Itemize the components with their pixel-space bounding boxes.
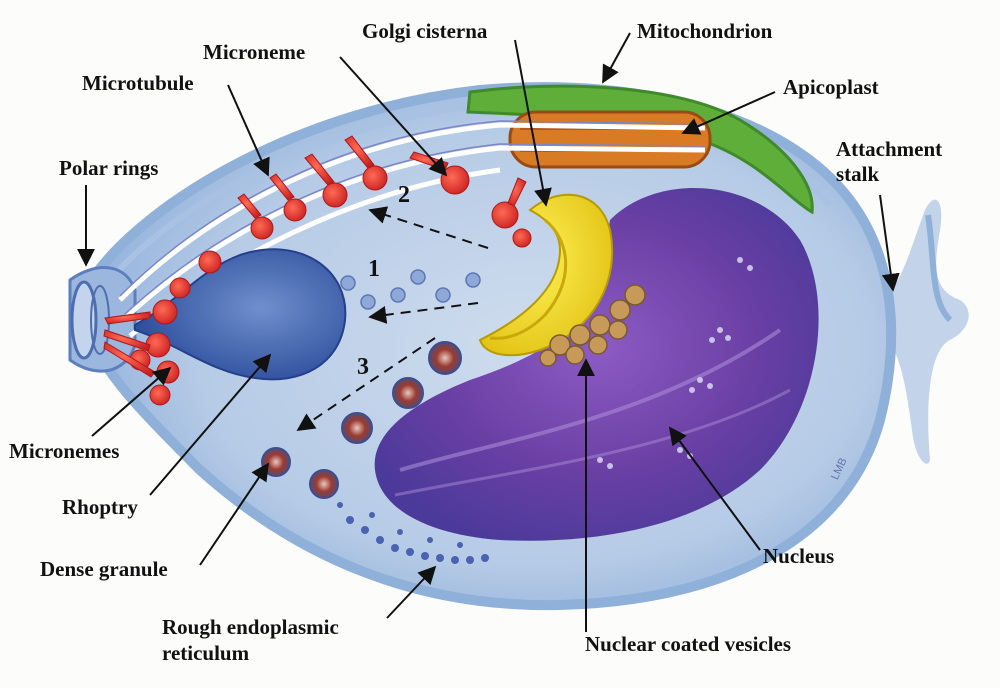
nuclear-coated-vesicles-shape <box>539 284 646 367</box>
label-nucleus: Nucleus <box>763 544 835 568</box>
label-microtubule: Microtubule <box>82 71 194 95</box>
label-microneme: Microneme <box>203 40 306 64</box>
label-apicoplast: Apicoplast <box>783 75 879 99</box>
label-polar-rings: Polar rings <box>59 156 159 180</box>
attachment-stalk-shape <box>880 199 969 464</box>
label-rough-er-line2: reticulum <box>162 641 250 665</box>
nucleus-shape <box>374 187 819 541</box>
dense-granules-shapes <box>261 341 462 499</box>
label-nuclear-coated-vesicles: Nuclear coated vesicles <box>585 632 792 656</box>
label-mitochondrion: Mitochondrion <box>637 19 773 43</box>
label-golgi-cisterna: Golgi cisterna <box>362 19 488 43</box>
pathway-arrows <box>296 206 489 432</box>
pathway-number-2: 2 <box>398 182 410 208</box>
label-rhoptry: Rhoptry <box>62 495 138 519</box>
apicoplast-shape <box>508 110 712 169</box>
pathway-number-1: 1 <box>368 256 380 282</box>
label-attachment-stalk-line2: stalk <box>836 162 880 186</box>
label-leader-lines <box>77 32 900 632</box>
label-dense-granule: Dense granule <box>40 557 168 581</box>
label-rough-er-line1: Rough endoplasmic <box>162 615 339 639</box>
label-micronemes: Micronemes <box>9 439 120 463</box>
rough-er-shape <box>337 502 489 564</box>
pathway-number-3: 3 <box>357 354 369 380</box>
golgi-shape <box>478 193 614 357</box>
label-attachment-stalk-line1: Attachment <box>836 137 943 161</box>
